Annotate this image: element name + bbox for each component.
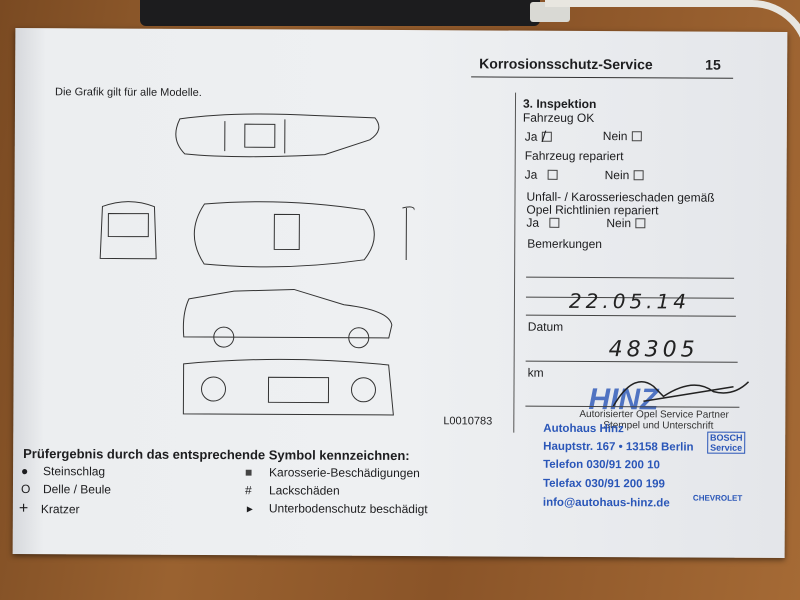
scratch-icon: + xyxy=(18,500,29,518)
inspection-title: 3. Inspektion xyxy=(522,96,597,112)
accident-yes[interactable]: Ja xyxy=(526,215,560,230)
checkbox-repaired-yes[interactable] xyxy=(547,169,558,180)
remarks-line xyxy=(526,276,735,279)
accident-no[interactable]: Nein xyxy=(606,216,646,231)
yes-label: Ja xyxy=(524,129,538,144)
stone-chip-icon: ● xyxy=(21,464,29,479)
legend-item: ■ Karosserie-Beschädigungen xyxy=(245,465,420,480)
stamp-company: Autohaus Hinz xyxy=(543,422,624,436)
yes-label: Ja xyxy=(524,167,538,182)
no-label: Nein xyxy=(604,168,630,183)
km-label: km xyxy=(527,365,544,380)
checkbox-repaired-no[interactable] xyxy=(633,170,644,181)
partner-label: Autorisierter Opel Service Partner xyxy=(579,408,729,421)
car-front-view xyxy=(99,201,157,260)
booklet-page: Korrosionsschutz-Service 15 Die Grafik g… xyxy=(12,27,788,559)
car-top-view xyxy=(175,113,380,158)
km-value[interactable]: 48305 xyxy=(608,337,699,363)
header-rule xyxy=(471,76,734,79)
signature xyxy=(612,381,750,407)
question-repaired: Fahrzeug repariert xyxy=(524,148,624,164)
legend-label: Karosserie-Beschädigungen xyxy=(269,465,420,481)
legend-label: Lackschäden xyxy=(268,483,340,498)
repaired-yes[interactable]: Ja xyxy=(525,168,558,182)
date-line xyxy=(525,314,736,317)
legend-item: + Kratzer xyxy=(19,500,80,518)
subtitle: Die Grafik gilt für alle Modelle. xyxy=(55,86,202,99)
legend-label: Steinschlag xyxy=(43,464,106,479)
legend-item: # Lackschäden xyxy=(245,483,340,497)
stamp-fax: Telefax 030/91 200 199 xyxy=(542,477,665,491)
checkbox-accident-no[interactable] xyxy=(635,218,646,229)
legend-label: Unterbodenschutz beschädigt xyxy=(268,501,428,517)
km-line xyxy=(525,360,738,363)
no-label: Nein xyxy=(606,216,632,231)
handwritten-check: / xyxy=(541,128,547,145)
yes-label: Ja xyxy=(526,215,540,230)
stamp-email: info@autohaus-hinz.de xyxy=(542,496,670,510)
chevrolet-logo: CHEVROLET xyxy=(692,493,743,503)
question-vehicle-ok: Fahrzeug OK xyxy=(522,110,595,126)
paint-damage-icon: # xyxy=(244,483,252,498)
legend-label: Delle / Beule xyxy=(42,482,112,497)
car-diagram xyxy=(99,113,415,416)
ok-yes[interactable]: Ja/ xyxy=(524,128,552,145)
column-divider xyxy=(513,92,517,433)
no-label: Nein xyxy=(602,129,628,144)
figure-code: L0010783 xyxy=(443,415,493,428)
car-roof-view xyxy=(193,201,375,268)
legend-item: ● Steinschlag xyxy=(21,464,105,478)
checkbox-accident-yes[interactable] xyxy=(549,217,560,228)
legend-item: ► Unterbodenschutz beschädigt xyxy=(245,501,428,516)
underbody-damage-icon: ► xyxy=(244,504,255,516)
checkbox-ok-no[interactable] xyxy=(631,131,642,142)
car-underbody-view xyxy=(182,358,394,416)
legend-title: Prüfergebnis durch das entsprechende Sym… xyxy=(23,446,410,464)
car-side-view xyxy=(182,288,393,339)
legend-item: O Delle / Beule xyxy=(21,482,111,496)
repaired-no[interactable]: Nein xyxy=(605,168,644,182)
remarks-label: Bemerkungen xyxy=(527,236,603,252)
page-title: Korrosionsschutz-Service xyxy=(479,55,653,73)
car-rear-view xyxy=(402,206,415,261)
legend-label: Kratzer xyxy=(40,502,80,517)
date-value[interactable]: 22.05.14 xyxy=(568,288,691,314)
body-damage-icon: ■ xyxy=(245,465,253,480)
cable xyxy=(545,0,800,147)
stamp-phone: Telefon 030/91 200 10 xyxy=(543,458,660,472)
bosch-logo: BOSCH Service xyxy=(707,431,746,454)
stamp-address: Hauptstr. 167 • 13158 Berlin xyxy=(543,440,694,454)
tablet-edge xyxy=(140,0,540,26)
date-label: Datum xyxy=(527,319,564,334)
page-number: 15 xyxy=(705,56,721,73)
dent-icon: O xyxy=(20,482,31,497)
ok-no[interactable]: Nein xyxy=(603,129,642,143)
